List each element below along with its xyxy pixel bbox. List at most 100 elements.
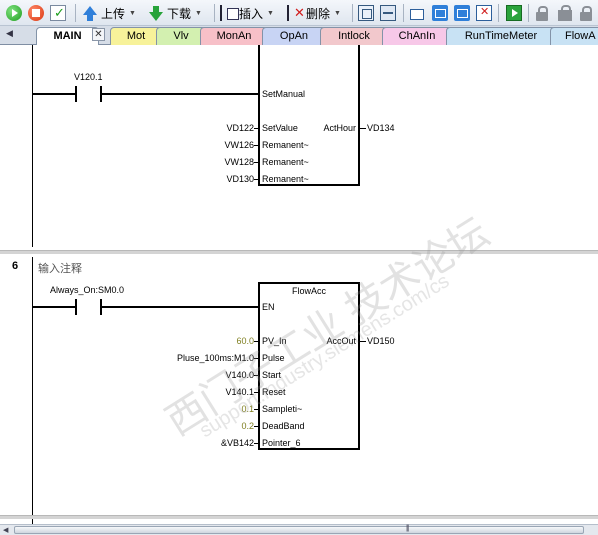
input-pin: [254, 162, 260, 163]
rung-wire: [33, 306, 75, 308]
input-operand[interactable]: 0.2: [241, 421, 254, 431]
chevron-down-icon[interactable]: ▼: [195, 9, 202, 17]
remove-icon: [476, 5, 492, 21]
download-arrow-icon: [148, 5, 164, 21]
chevron-down-icon[interactable]: ▼: [334, 9, 341, 17]
upload-button[interactable]: 上传 ▼: [82, 3, 136, 23]
tab-chanin[interactable]: ChAnIn: [382, 27, 452, 45]
tab-main[interactable]: MAIN: [36, 27, 99, 46]
toolbar-separator: [214, 4, 215, 22]
tab-label: Mot: [126, 30, 146, 42]
run-icon: [6, 5, 22, 21]
tab-runtimemeter[interactable]: RunTimeMeter: [446, 27, 556, 45]
input-pin: [254, 443, 260, 444]
block-title: FlowAcc: [291, 286, 326, 296]
contact-left-bar: [75, 86, 77, 102]
contact-left-bar: [75, 299, 77, 315]
stop-button[interactable]: [28, 3, 44, 23]
pin-label: Pulse: [262, 353, 285, 363]
network-view-button[interactable]: [358, 3, 374, 23]
power-rail: [32, 45, 33, 247]
tab-label: FlowA: [565, 30, 596, 42]
tab-label: Vlv: [173, 30, 189, 42]
power-rail: [32, 257, 33, 524]
function-block-flowacc[interactable]: [258, 282, 360, 450]
input-pin: [254, 375, 260, 376]
input-operand[interactable]: &VB142: [220, 438, 254, 448]
output-operand[interactable]: VD134: [367, 123, 395, 133]
input-operand[interactable]: 0.1: [241, 404, 254, 414]
input-operand[interactable]: Pluse_100ms:M1.0: [176, 353, 254, 363]
chevron-down-icon[interactable]: ▼: [129, 9, 136, 17]
stop-icon: [28, 5, 44, 21]
download-label: 下载: [167, 6, 192, 21]
insert-button[interactable]: 插入 ▼: [220, 3, 274, 23]
scroll-left-icon[interactable]: ◀: [3, 527, 9, 534]
tab-close-icon[interactable]: ✕: [92, 28, 105, 41]
delete-button[interactable]: 删除 ▼: [287, 3, 341, 23]
lock-all-button[interactable]: [558, 3, 572, 23]
compile-button[interactable]: [50, 3, 66, 23]
go-button[interactable]: [506, 3, 522, 23]
input-operand[interactable]: VD122: [226, 123, 254, 133]
tab-mot[interactable]: Mot: [110, 27, 162, 45]
play-icon: [506, 5, 522, 21]
tab-label: OpAn: [279, 30, 309, 42]
insert-icon: [220, 5, 239, 21]
input-operand[interactable]: 60.0: [236, 336, 254, 346]
unlock-button[interactable]: [580, 3, 592, 23]
pin-label: Remanent~: [262, 174, 309, 184]
toolbar-separator: [352, 4, 353, 22]
input-operand[interactable]: V140.0: [225, 370, 254, 380]
network-compare-icon: [380, 5, 396, 21]
output-pin: [360, 341, 366, 342]
pin-label: Reset: [262, 387, 286, 397]
upload-arrow-icon: [82, 5, 98, 21]
tab-flowacc[interactable]: FlowA: [550, 27, 598, 45]
scrollbar-thumb[interactable]: [14, 526, 584, 534]
chevron-down-icon[interactable]: ▼: [267, 9, 274, 17]
tab-opan[interactable]: OpAn: [262, 27, 326, 45]
horizontal-scrollbar[interactable]: ◀ |||: [0, 524, 598, 535]
run-button[interactable]: [6, 3, 22, 23]
tab-label: MAIN: [53, 30, 82, 42]
input-operand[interactable]: VW126: [224, 140, 254, 150]
input-pin: [254, 358, 260, 359]
input-pin: [254, 179, 260, 180]
contact-operand[interactable]: V120.1: [74, 72, 103, 82]
download-button[interactable]: 下载 ▼: [148, 3, 202, 23]
output-operand[interactable]: VD150: [367, 336, 395, 346]
tab-bar: ◀ MAIN ✕ Mot Vlv MonAn OpAn Intlock ChAn…: [0, 26, 598, 46]
input-operand[interactable]: VD130: [226, 174, 254, 184]
input-pin: [254, 128, 260, 129]
ladder-editor[interactable]: V120.1 SetManual VD122 SetValue VW126 Re…: [0, 45, 598, 524]
tab-label: MonAn: [216, 30, 252, 42]
pin-label: SetValue: [262, 123, 298, 133]
pin-label: Start: [262, 370, 282, 380]
arrow-right-button[interactable]: [454, 3, 470, 23]
toolbar: 上传 ▼ 下载 ▼ 插入 ▼ 删除 ▼: [0, 0, 598, 26]
pin-label: Sampleti~: [262, 404, 303, 414]
function-block[interactable]: [258, 45, 360, 186]
lock-button[interactable]: [536, 3, 548, 23]
tab-intlock[interactable]: Intlock: [320, 27, 388, 45]
network-compare-button[interactable]: [380, 3, 396, 23]
tab-vlv[interactable]: Vlv: [156, 27, 206, 45]
contact-right-bar: [100, 86, 102, 102]
input-operand[interactable]: VW128: [224, 157, 254, 167]
network-separator: [0, 250, 598, 254]
pin-label: ActHour: [323, 123, 356, 133]
box-button[interactable]: [410, 3, 424, 23]
upload-label: 上传: [101, 6, 126, 21]
insert-label: 插入: [239, 6, 264, 21]
tab-monan[interactable]: MonAn: [200, 27, 268, 45]
remove-button[interactable]: [476, 3, 492, 23]
rung-wire: [102, 93, 259, 95]
input-operand[interactable]: V140.1: [225, 387, 254, 397]
tab-scroll-left-icon[interactable]: ◀: [6, 28, 13, 38]
arrow-left-button[interactable]: [432, 3, 448, 23]
contact-operand[interactable]: Always_On:SM0.0: [50, 285, 125, 295]
pin-label: EN: [262, 302, 275, 312]
input-pin: [254, 409, 260, 410]
network-comment[interactable]: 输入注释: [38, 263, 82, 275]
